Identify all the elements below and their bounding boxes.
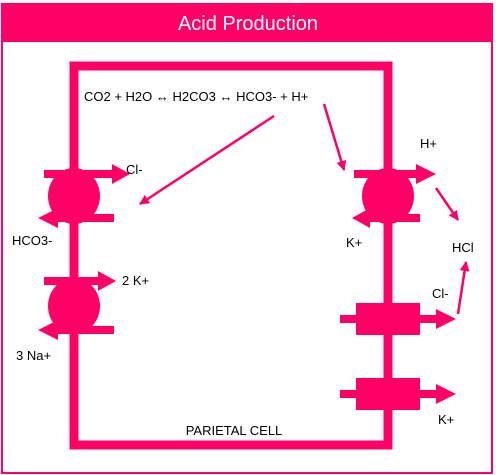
cl-in-arrowhead <box>112 164 130 184</box>
h-out-arrowhead <box>416 164 436 184</box>
na-out-arrowhead <box>38 320 58 340</box>
h-to-hcl-arrow <box>434 187 460 221</box>
label-cl-out: Cl- <box>432 286 449 301</box>
potassium-channel <box>340 378 456 410</box>
cell-membrane <box>69 61 393 450</box>
proton-pump <box>352 164 436 228</box>
pump-body <box>48 278 100 334</box>
h-flow-arrow <box>322 103 347 171</box>
label-cl-in: Cl- <box>126 162 143 177</box>
cl-hco3-exchanger <box>38 164 130 228</box>
k-in-arrowhead-right <box>352 208 370 228</box>
label-na-out: 3 Na+ <box>16 348 51 363</box>
reaction-equation: CO2 + H2O ↔ H2CO3 ↔ HCO3- + H+ <box>84 89 308 104</box>
title: Acid Production <box>178 13 318 35</box>
label-hcl: HCl <box>452 240 474 255</box>
cell-label: PARIETAL CELL <box>186 423 283 438</box>
title-bar <box>2 4 492 42</box>
chloride-channel <box>340 303 456 335</box>
label-h-out: H+ <box>420 136 437 151</box>
label-hco3-out: HCO3- <box>12 233 52 248</box>
label-k-in: 2 K+ <box>122 273 149 288</box>
exchanger-body <box>48 168 100 224</box>
proton-pump-body <box>362 168 414 224</box>
na-k-pump <box>38 271 116 340</box>
label-k-in-right: K+ <box>346 235 362 250</box>
hco3-out-arrowhead <box>38 208 58 228</box>
cl-out-arrowhead <box>436 309 456 329</box>
label-k-out: K+ <box>438 412 454 427</box>
k-out-arrowhead <box>436 384 456 404</box>
hco3-flow-arrow <box>139 114 275 206</box>
cl-to-hcl-arrow <box>456 261 470 315</box>
k-in-arrowhead <box>98 271 116 291</box>
